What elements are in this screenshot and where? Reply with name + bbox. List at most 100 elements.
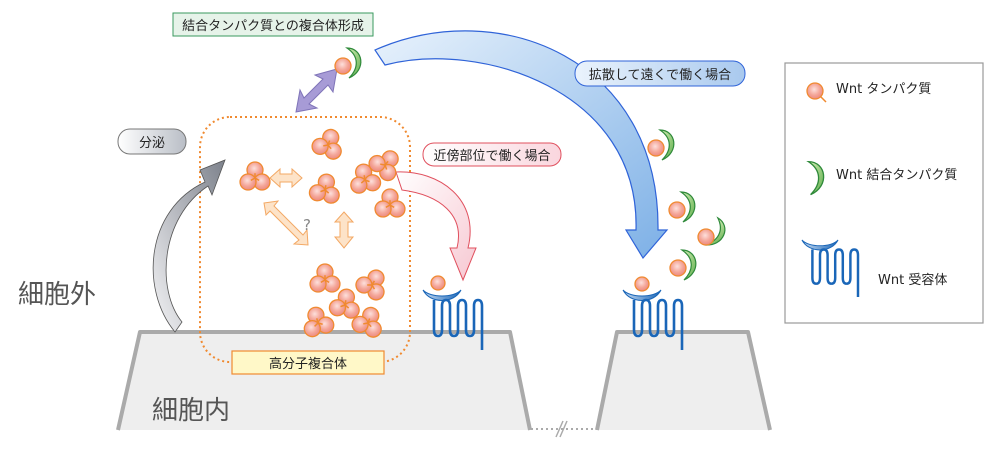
receptor-transmembrane-icon	[811, 248, 860, 298]
wnt-protein-icon	[334, 57, 352, 75]
complex-exchange-arrow	[295, 68, 338, 113]
wnt-binding-protein-icon	[345, 47, 362, 79]
wnt-protein-icon	[430, 275, 446, 291]
wnt-protein-icon	[355, 276, 373, 294]
wnt-binding-protein-icon	[679, 191, 696, 223]
short-range-label: 近傍部位で働く場合	[433, 149, 551, 164]
break-mark-icon	[555, 420, 568, 438]
wnt-protein-icon	[309, 275, 327, 293]
long-range-label-box	[574, 60, 746, 87]
legend-box	[784, 62, 984, 324]
unknown-relation-mark: ?	[303, 216, 311, 234]
wnt-trimer	[355, 269, 385, 301]
oligomer-arrows	[263, 167, 355, 249]
wnt-protein-icon	[697, 228, 715, 246]
lipid-link-icon	[320, 279, 326, 284]
lipid-link-icon	[323, 144, 329, 147]
complex-formation-label-box	[172, 12, 374, 37]
lipid-link-icon	[385, 204, 391, 209]
wnt-protein-icon	[311, 137, 329, 156]
macromolecular-complex-label-box	[231, 350, 385, 375]
wnt-trimer	[309, 263, 341, 293]
lipid-link-icon	[367, 322, 372, 328]
lipid-link-icon	[363, 322, 369, 325]
lipid-link-icon	[324, 279, 330, 284]
macromolecular-complex-label: 高分子複合体	[268, 357, 347, 372]
cell-left	[118, 332, 530, 430]
secretion-label-box	[117, 128, 187, 155]
receptor-binding-cup-icon	[622, 289, 662, 301]
receptor-binding-cup-icon	[422, 289, 462, 301]
wnt-protein-icon	[308, 184, 327, 202]
legend-icons	[801, 82, 860, 298]
wnt-trimer	[239, 161, 271, 191]
receptor-binding-cup-icon	[801, 239, 839, 251]
lipid-link-icon	[327, 140, 331, 146]
lipid-link-icon	[314, 322, 319, 327]
lipid-link-icon	[316, 318, 319, 324]
wnt-trimer	[308, 173, 340, 204]
legend-label-wnt-binding-protein: Wnt 結合タンパク質	[836, 168, 958, 183]
legend-label-wnt-protein: Wnt タンパク質	[836, 82, 932, 97]
wnt-protein-icon	[328, 299, 347, 317]
lipid-link-icon	[367, 284, 373, 286]
lipid-link-icon	[344, 300, 347, 306]
wnt-trimer	[351, 306, 382, 338]
lipid-link-icon	[384, 164, 388, 170]
wnt-trimer	[311, 128, 342, 160]
wnt-protein-icon	[669, 259, 687, 277]
lipid-link-icon	[371, 280, 376, 286]
lipid-link-icon	[363, 175, 366, 181]
receptor-transmembrane-icon	[432, 298, 484, 350]
oligomer-diagonal-arrow	[263, 200, 309, 246]
wnt-protein-icon	[647, 139, 665, 157]
wnt-binding-protein-icon	[680, 249, 697, 281]
wnt-trimer	[374, 188, 406, 218]
short-range-label-box	[422, 142, 562, 167]
wnt-protein-icon	[634, 276, 650, 292]
lipid-link-icon	[389, 204, 395, 209]
lipid-link-icon	[250, 177, 256, 182]
legend-wnt-receptor-icon	[801, 239, 860, 298]
wnt-protein-icon	[351, 315, 369, 334]
lipid-link-icon	[324, 185, 327, 191]
lipid-link-icon	[344, 304, 350, 309]
wnt-clusters	[239, 128, 406, 338]
wnt-receptor-right	[622, 276, 684, 350]
lipid-link-icon	[380, 163, 386, 166]
wnt-protein-icon	[668, 201, 686, 219]
wnt-binding-complexes	[334, 47, 726, 281]
lipid-link-icon	[360, 179, 366, 184]
lipid-link-icon	[327, 144, 332, 150]
lipid-link-icon	[317, 322, 323, 325]
lipid-link-icon	[254, 177, 260, 182]
lipid-link-icon	[320, 189, 326, 193]
lipid-link-icon	[371, 284, 376, 290]
wnt-protein-icon	[239, 173, 257, 191]
extracellular-label: 細胞外	[18, 280, 97, 310]
wnt-trimer	[350, 163, 382, 194]
wnt-receptor-left	[422, 275, 484, 350]
long-range-label: 拡散して遠くで働く場合	[588, 68, 732, 83]
cell-right	[597, 332, 770, 430]
secretion-arrow	[152, 159, 226, 333]
receptor-transmembrane-icon	[632, 298, 684, 350]
complex-formation-label: 結合タンパク質との複合体形成	[182, 19, 364, 34]
wnt-protein-icon	[368, 154, 386, 173]
secretion-label: 分泌	[138, 136, 165, 151]
lipid-link-icon	[384, 160, 389, 166]
legend-label-wnt-receptor: Wnt 受容体	[878, 273, 948, 288]
complex-dotted-region	[199, 116, 411, 363]
lipid-link-icon	[367, 318, 371, 324]
wnt-protein-icon	[374, 200, 392, 218]
intracellular-label: 細胞内	[152, 396, 231, 426]
wnt-trimer	[328, 288, 360, 319]
lipid-link-icon	[324, 189, 330, 194]
legend-wnt-protein-icon	[806, 82, 824, 100]
long-range-diffusion-arrow	[374, 30, 669, 260]
legend-wnt-tail-icon	[820, 96, 827, 103]
wnt-binding-protein-icon	[806, 160, 825, 196]
oligomer-vertical-arrow	[333, 211, 355, 249]
